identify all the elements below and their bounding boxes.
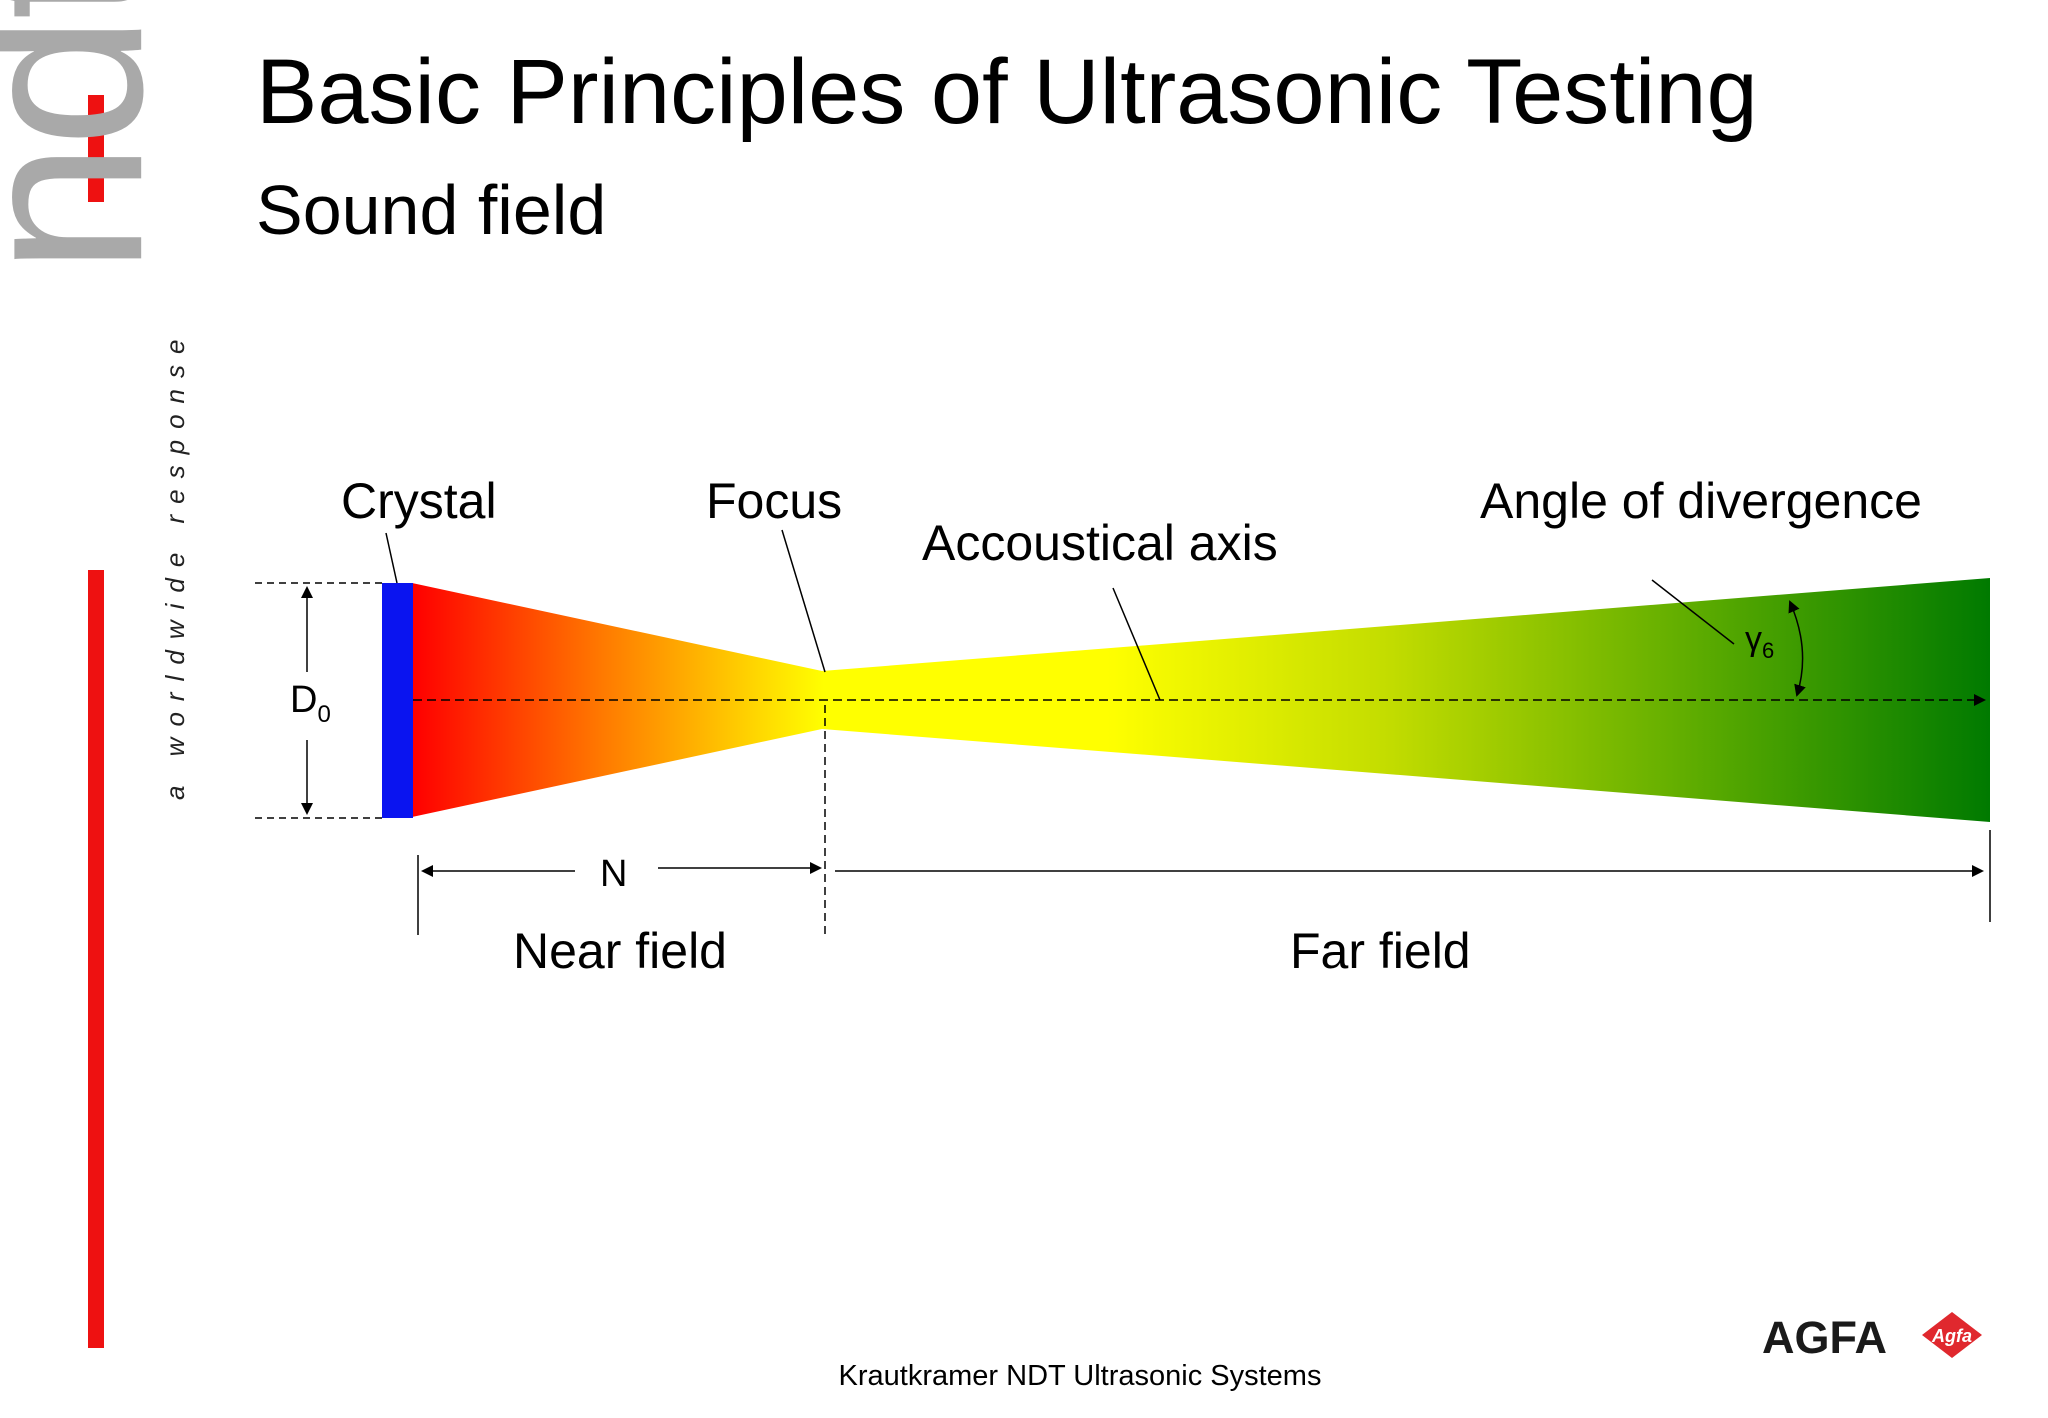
gamma6-label: γ6	[1745, 620, 1774, 663]
crystal-element	[382, 583, 413, 818]
focus-label: Focus	[706, 473, 842, 529]
agfa-emblem-text: Agfa	[1931, 1326, 1972, 1346]
brand-rule-bottom	[88, 570, 104, 1348]
agfa-wordmark: AGFA	[1762, 1312, 1887, 1363]
d0-label: D0	[290, 679, 331, 728]
far-field-label: Far field	[1290, 923, 1471, 979]
brand-rule-top	[88, 95, 104, 202]
axis-leader-line	[1112, 587, 1161, 701]
angle-of-divergence-label: Angle of divergence	[1480, 473, 1922, 529]
agfa-emblem-icon	[1922, 1312, 1982, 1358]
footer-text: Krautkramer NDT Ultrasonic Systems	[838, 1360, 1322, 1392]
crystal-leader-line	[385, 532, 398, 584]
divergence-angle-arc	[1788, 600, 1806, 697]
crystal-label: Crystal	[341, 473, 497, 529]
divergence-leader-line	[1651, 579, 1735, 645]
near-field-label: Near field	[513, 923, 727, 979]
focus-leader-line	[781, 529, 826, 673]
page-subtitle: Sound field	[256, 171, 607, 249]
page-title: Basic Principles of Ultrasonic Testing	[256, 41, 1758, 143]
agfa-logo: AGFA Agfa	[1762, 1312, 1982, 1363]
n-label: N	[600, 853, 627, 895]
acoustical-axis-label: Accoustical axis	[922, 515, 1278, 571]
